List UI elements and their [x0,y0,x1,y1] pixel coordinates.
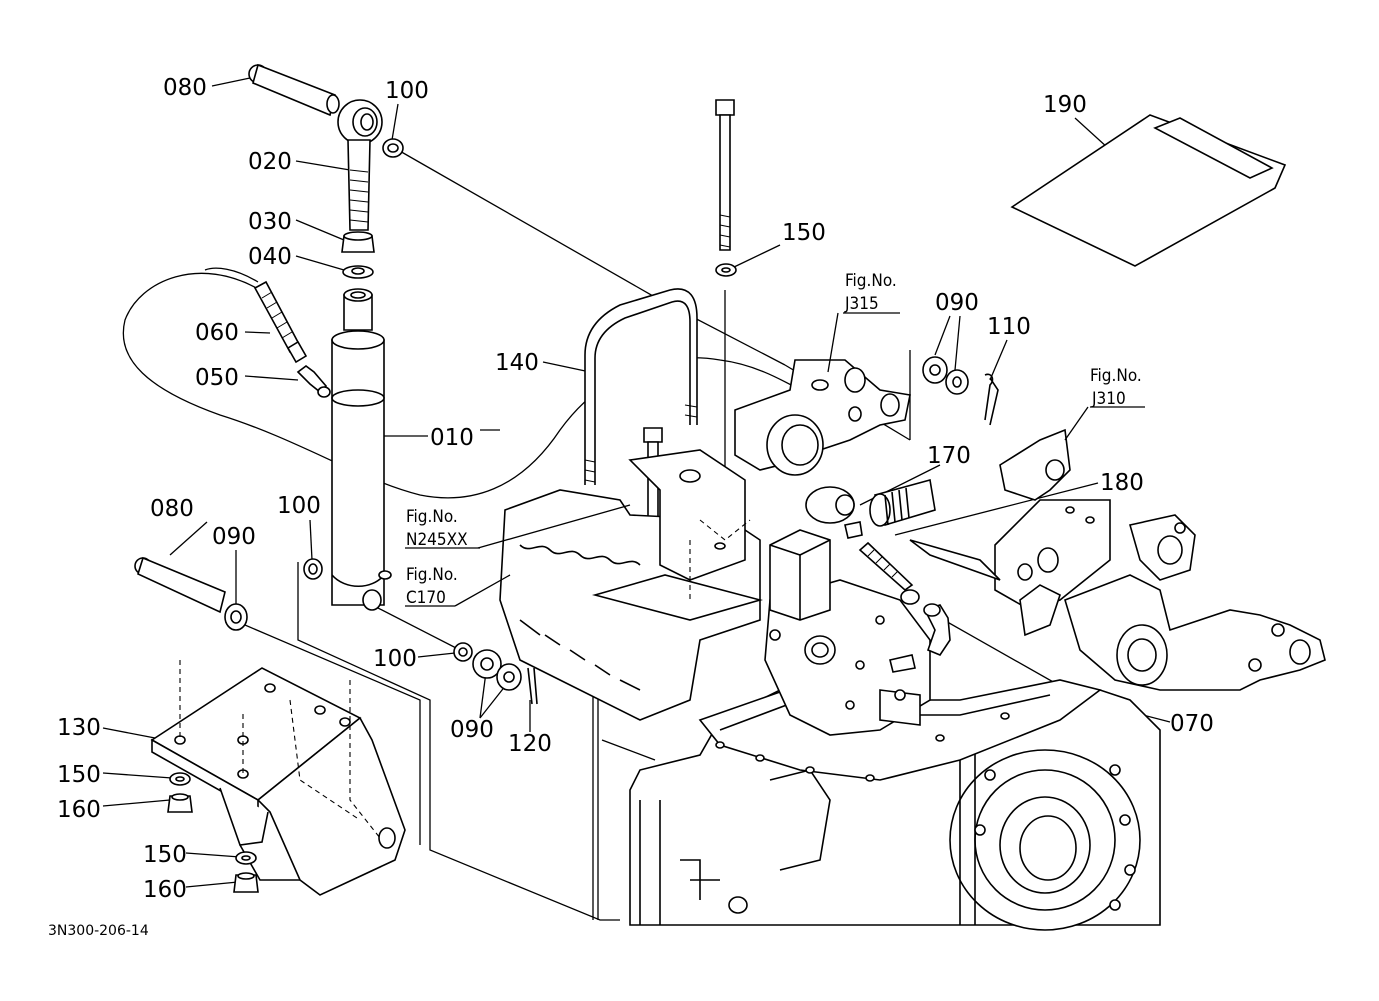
cotter-pin-120 [527,667,538,705]
label-020: 020 [248,149,292,175]
elbow-fitting-050 [296,365,331,398]
label-100-top: 100 [385,78,429,104]
fig-ref-n245-code: N245XX [406,530,468,550]
label-180: 180 [1100,470,1144,496]
label-190: 190 [1043,92,1087,118]
label-090-right: 090 [935,290,979,316]
fig-ref-c170-code: C170 [406,588,446,608]
long-bolt [715,99,735,251]
label-110: 110 [987,314,1031,340]
washer-040 [342,265,374,279]
label-160-b: 160 [143,877,187,903]
figure-refs: Fig.No. J315 Fig.No. J310 Fig.No. N245XX… [406,271,1142,608]
leader-lines [102,77,1171,921]
label-140: 140 [495,350,539,376]
label-010: 010 [430,425,474,451]
washer-090-left [224,603,248,631]
pin-080-left [134,556,226,614]
label-120: 120 [508,731,552,757]
rod-end-020 [337,99,383,231]
hose-fitting-060 [253,280,308,364]
washer-100-low [453,642,473,662]
label-170: 170 [927,443,971,469]
hydraulic-cylinder-010 [331,288,392,611]
pin-080-top [248,63,340,117]
label-160-a: 160 [57,797,101,823]
manual-sheet-190 [1010,114,1287,267]
label-030: 030 [248,209,292,235]
label-150-b: 150 [143,842,187,868]
transmission-housing [499,359,1326,931]
fig-ref-j310-title: Fig.No. [1090,366,1142,386]
nut-030 [341,231,375,253]
lock-washer-150-top [715,263,737,277]
lock-washer-150-a [169,772,191,786]
fig-ref-c170-title: Fig.No. [406,565,458,585]
label-050: 050 [195,365,239,391]
fig-ref-n245-title: Fig.No. [406,507,458,527]
fig-ref-j310-code: J310 [1091,389,1126,409]
washer-100-mid [303,558,323,580]
bracket-130 [150,660,406,896]
label-070: 070 [1170,711,1214,737]
label-150-a: 150 [57,762,101,788]
label-130: 130 [57,715,101,741]
label-040: 040 [248,244,292,270]
drawing-code: 3N300-206-14 [48,923,149,939]
figure-ref-underlines [405,312,1145,607]
washers-090-mid [472,649,522,691]
part-labels: 080 100 020 030 040 060 050 010 140 150 … [57,75,1214,903]
label-060: 060 [195,320,239,346]
fig-ref-j315-title: Fig.No. [845,271,897,291]
nut-160-a [167,793,193,813]
label-080-left: 080 [150,496,194,522]
u-bolt-140 [584,288,698,485]
label-100-low: 100 [373,646,417,672]
label-100-mid: 100 [277,493,321,519]
cotter-pin-110 [984,373,999,426]
lock-washer-150-b [235,851,257,865]
label-090-mid: 090 [450,717,494,743]
label-080-top: 080 [163,75,207,101]
nut-160-b [233,872,259,893]
label-150-top: 150 [782,220,826,246]
label-090-left: 090 [212,524,256,550]
washers-090-right [922,356,969,395]
fig-ref-j315-code: J315 [844,294,879,314]
washer-100-top [382,138,404,158]
